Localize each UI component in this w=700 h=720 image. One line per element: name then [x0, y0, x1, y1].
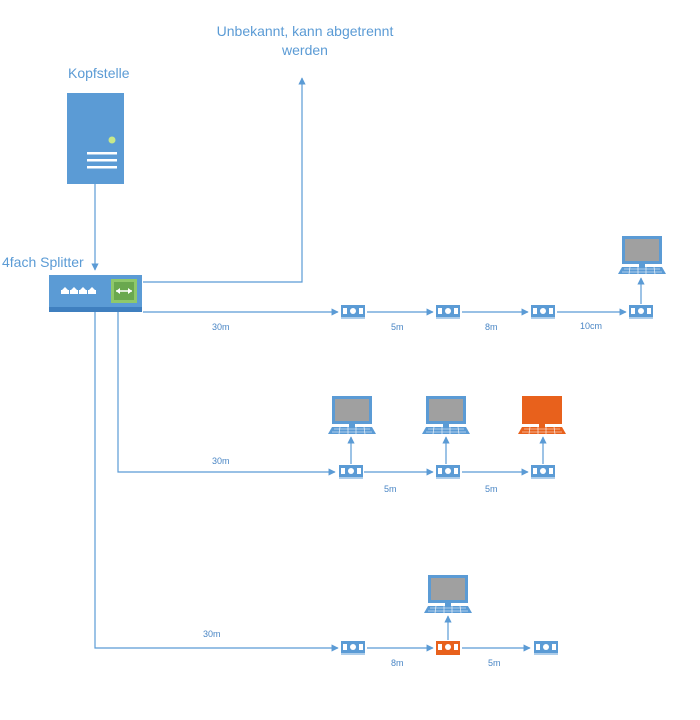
connection-line: [117, 312, 336, 476]
connection-line: [143, 77, 306, 283]
connection-line: [94, 312, 339, 652]
distance-label: 30m: [212, 322, 230, 332]
splitter-icon: [49, 275, 142, 312]
wall-outlet-icon: [341, 305, 365, 319]
distance-label: 5m: [488, 658, 501, 668]
distance-label: 8m: [391, 658, 404, 668]
computer-icon: [423, 574, 473, 614]
distance-label: 30m: [203, 629, 221, 639]
wall-outlet-icon: [436, 641, 460, 655]
server-icon: [67, 93, 124, 184]
wall-outlet-icon: [436, 305, 460, 319]
computer-icon: [421, 395, 471, 435]
wall-outlet-icon: [339, 465, 363, 479]
wall-outlet-icon: [531, 305, 555, 319]
distance-label: 10cm: [580, 321, 603, 331]
distance-label: 30m: [212, 456, 230, 466]
distance-label: 5m: [485, 484, 498, 494]
wall-outlet-icon: [534, 641, 558, 655]
unknown-branch-label: Unbekannt, kann abgetrennt werden: [216, 23, 394, 58]
distance-label: 8m: [485, 322, 498, 332]
wall-outlet-icon: [531, 465, 555, 479]
kopfstelle-label: Kopfstelle: [68, 65, 130, 81]
splitter-label: 4fach Splitter: [2, 254, 84, 270]
computer-icon: [327, 395, 377, 435]
computer-icon: [617, 235, 667, 275]
wall-outlet-icon: [436, 465, 460, 479]
wall-outlet-icon: [341, 641, 365, 655]
computer-icon: [517, 395, 567, 435]
distance-label: 5m: [391, 322, 404, 332]
wall-outlet-icon: [629, 305, 653, 319]
distance-label: 5m: [384, 484, 397, 494]
